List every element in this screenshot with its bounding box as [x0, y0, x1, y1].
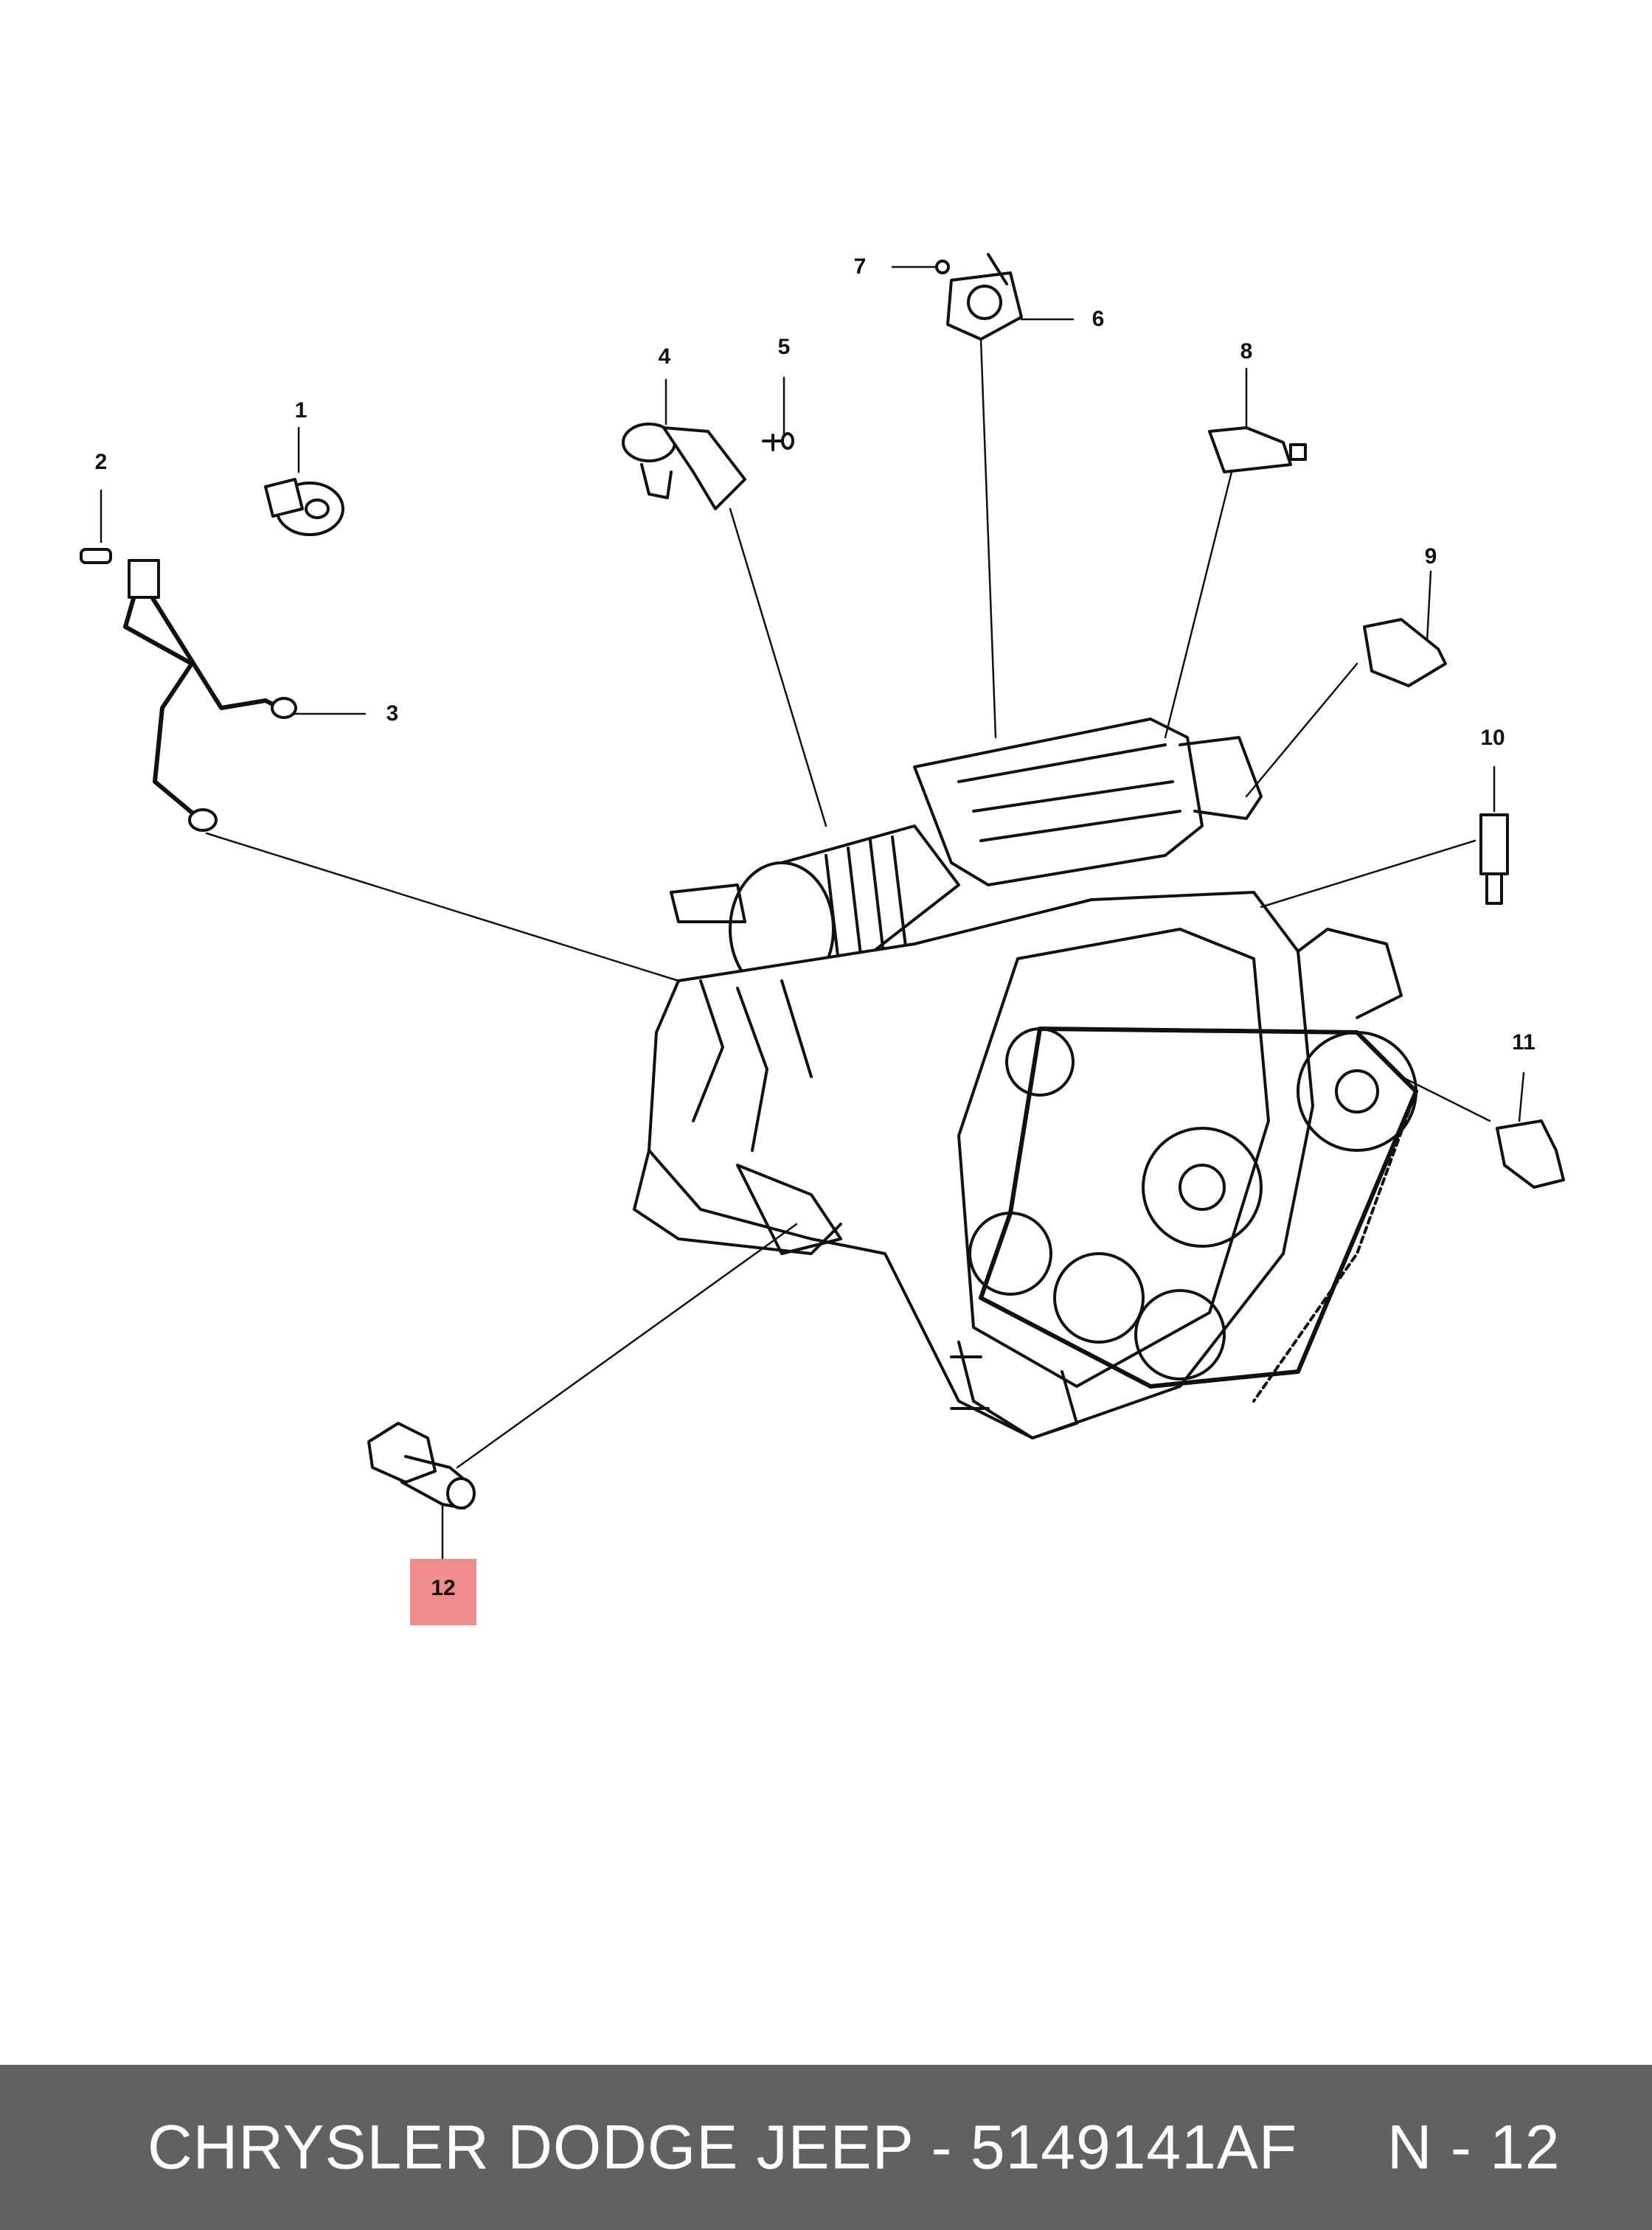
- callout-9: 9: [1424, 544, 1437, 569]
- oil-pressure-sensor-part: [1496, 1119, 1565, 1189]
- callout-10: 10: [1480, 726, 1505, 750]
- temperature-sensor-part: [1479, 813, 1509, 905]
- callout-5: 5: [777, 335, 791, 359]
- part-number-caption: CHRYSLER DODGE JEEP - 5149141AF N - 12: [148, 2112, 1561, 2182]
- callout-1: 1: [294, 398, 308, 423]
- callout-6: 6: [1092, 307, 1105, 331]
- callout-2: 2: [94, 450, 108, 474]
- callout-7: 7: [853, 254, 867, 279]
- callout-8: 8: [1240, 339, 1253, 364]
- engine-assembly: [633, 718, 1418, 1439]
- footer-bar: CHRYSLER DODGE JEEP - 5149141AF N - 12: [0, 2065, 1652, 2230]
- crankshaft-sensor-part: [367, 1422, 476, 1510]
- callout-11: 11: [1512, 1030, 1535, 1055]
- camshaft-sensor-part: [622, 423, 746, 510]
- callout-4: 4: [658, 344, 671, 369]
- small-screw-part: [935, 260, 950, 274]
- wiring-harness-part: [123, 559, 297, 832]
- map-sensor-part: [1208, 426, 1307, 473]
- leader-lines: [100, 265, 1525, 1560]
- throttle-sensor-part: [946, 253, 1023, 341]
- highlighted-callout-box: [410, 1559, 476, 1625]
- engine-sensor-diagram: [80, 253, 1565, 1560]
- callout-12: 12: [431, 1576, 456, 1600]
- pressure-sensor-part: [1363, 618, 1447, 687]
- callout-3: 3: [386, 701, 399, 726]
- bolt-part: [80, 548, 112, 564]
- screw-part: [762, 432, 794, 451]
- knock-sensor-part: [264, 478, 344, 536]
